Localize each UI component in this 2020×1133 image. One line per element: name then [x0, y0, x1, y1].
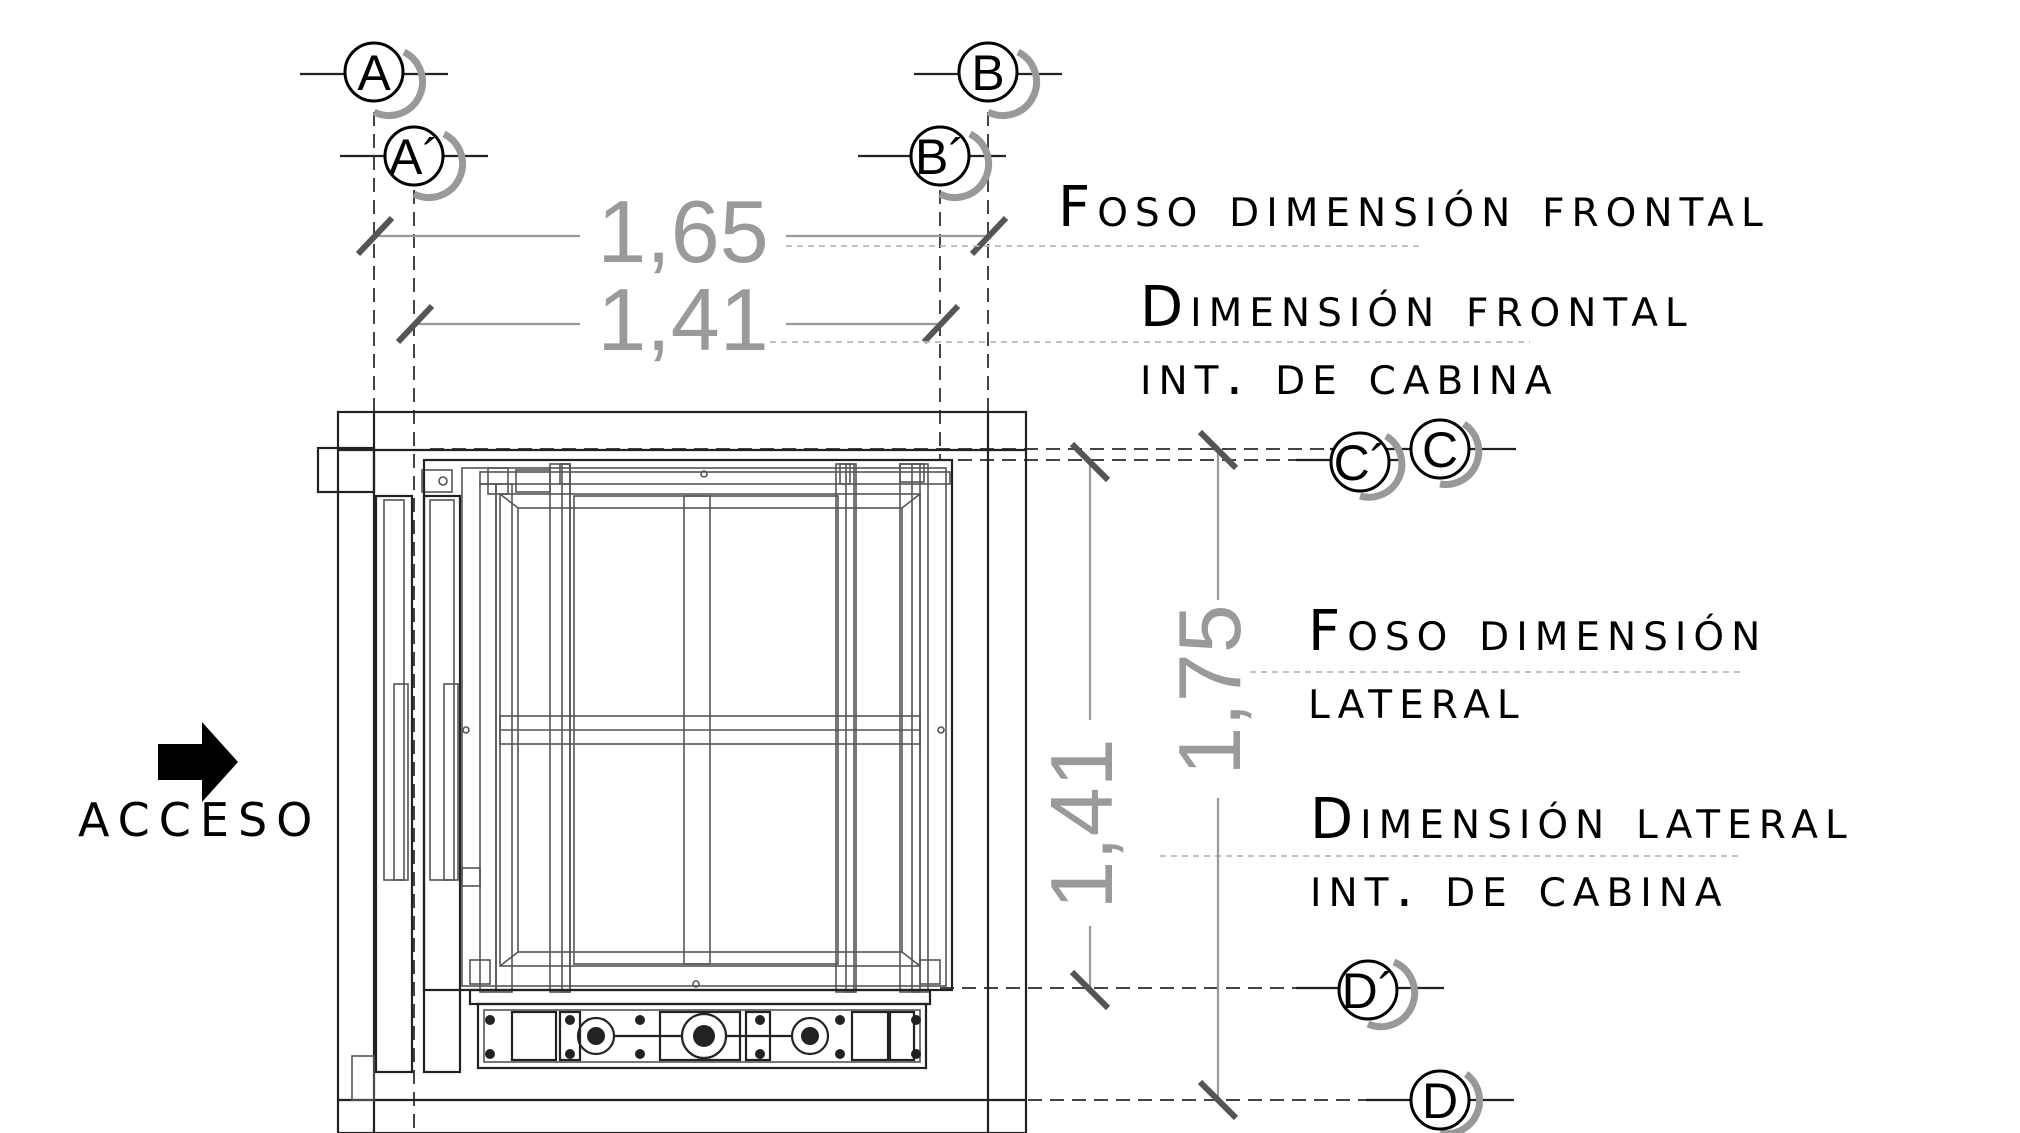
cabin-side-dimension: 1,41 — [1032, 738, 1131, 909]
landing-doors — [374, 469, 481, 1074]
axis-label-b-prime: B´ — [915, 129, 965, 185]
axis-bubble-a-prime: A´ — [340, 125, 488, 202]
axis-label-a-prime: A´ — [389, 129, 439, 185]
axis-bubble-a: A — [300, 41, 448, 120]
cabin-front-dimension: 1,41 — [597, 270, 768, 369]
axis-bubble-b-prime: B´ — [858, 125, 1006, 202]
axis-bubble-c-prime: C´ — [1296, 431, 1406, 501]
dimension-pit-front: 1,65 — [355, 182, 1420, 281]
note-pit-side-line1: Foso dimensión — [1308, 599, 1767, 664]
dimension-pit-side: 1,75 — [1160, 429, 1740, 1121]
access-arrow-icon — [158, 722, 238, 802]
access-label: ACCESO — [78, 793, 321, 847]
axis-bubble-d-prime: D´ — [1296, 958, 1444, 1031]
machine-strip — [468, 988, 932, 1070]
axis-bubble-d: D — [1366, 1069, 1514, 1133]
axis-label-a: A — [357, 45, 391, 101]
axis-label-b: B — [971, 45, 1004, 101]
note-cabin-front-line1: Dimensión frontal — [1140, 275, 1694, 340]
axis-label-d-prime: D´ — [1342, 963, 1395, 1019]
axis-label-d: D — [1422, 1073, 1458, 1129]
note-pit-front: Foso dimensión frontal — [1058, 175, 1770, 240]
note-cabin-side-line1: Dimensión lateral — [1310, 787, 1854, 852]
access-indicator: ACCESO — [78, 722, 321, 847]
dimension-cabin-front: 1,41 — [395, 270, 1530, 369]
note-cabin-front-line2: int. de cabina — [1140, 343, 1559, 408]
note-cabin-side-line2: int. de cabina — [1310, 855, 1729, 920]
note-pit-side-line2: lateral — [1308, 667, 1526, 732]
cabin — [422, 458, 954, 993]
dimension-cabin-side: 1,41 — [1032, 441, 1740, 1011]
axis-bubble-b: B — [914, 41, 1062, 120]
shaft-outline — [316, 410, 1028, 1133]
axis-label-c-prime: C´ — [1334, 435, 1387, 491]
pit-side-dimension: 1,75 — [1160, 604, 1259, 775]
annotations: Foso dimensión frontal Dimensión frontal… — [1058, 175, 1854, 920]
pit-front-dimension: 1,65 — [597, 182, 768, 281]
axis-label-c: C — [1422, 422, 1458, 478]
